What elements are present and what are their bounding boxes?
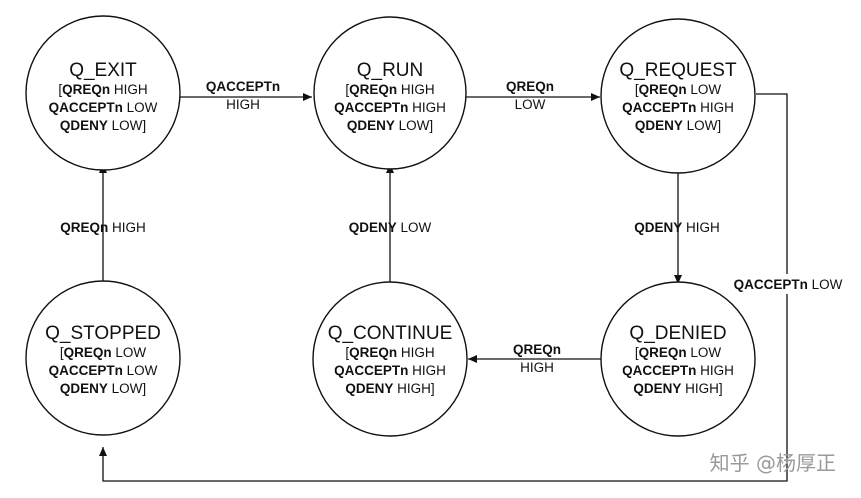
state-request: Q_REQUEST [QREQn LOW QACCEPTn HIGH QDENY… bbox=[619, 60, 737, 133]
state-continue-qdeny: QDENY HIGH] bbox=[345, 381, 434, 396]
edge-label-request-to-stopped-bg bbox=[725, 274, 851, 294]
state-stopped-circle bbox=[25, 280, 181, 436]
state-run-name: Q_RUN bbox=[357, 60, 424, 81]
state-exit-circle bbox=[25, 15, 181, 171]
state-exit: Q_EXIT [QREQn HIGH QACCEPTn LOW QDENY LO… bbox=[49, 60, 158, 133]
edge-label-exit-to-run-signal: QACCEPTn bbox=[206, 79, 280, 94]
edge-label-run-to-request-value: LOW bbox=[515, 97, 546, 112]
edge-label-denied-to-continue-signal: QREQn bbox=[513, 342, 561, 357]
state-denied-circle bbox=[600, 281, 756, 437]
state-request-qreq: [QREQn LOW bbox=[635, 82, 722, 97]
state-denied-qdeny: QDENY HIGH] bbox=[633, 381, 722, 396]
state-denied-qaccept: QACCEPTn HIGH bbox=[622, 363, 734, 378]
state-run-circle bbox=[313, 16, 467, 170]
state-request-circle bbox=[600, 18, 756, 174]
state-denied-qreq: [QREQn LOW bbox=[635, 345, 722, 360]
state-run-qdeny: QDENY LOW] bbox=[347, 118, 433, 133]
state-continue-circle bbox=[312, 281, 468, 437]
edge-label-denied-to-continue-value: HIGH bbox=[520, 360, 554, 375]
edge-label-denied-to-continue: QREQn HIGH bbox=[513, 342, 561, 375]
state-denied: Q_DENIED [QREQn LOW QACCEPTn HIGH QDENY … bbox=[622, 323, 734, 396]
state-stopped: Q_STOPPED [QREQn LOW QACCEPTn LOW QDENY … bbox=[45, 323, 161, 396]
state-stopped-qaccept: QACCEPTn LOW bbox=[49, 363, 158, 378]
edge-label-exit-to-run-value: HIGH bbox=[226, 97, 260, 112]
edge-label-run-to-request-signal: QREQn bbox=[506, 79, 554, 94]
state-continue-qreq: [QREQn HIGH bbox=[345, 345, 434, 360]
edge-label-run-to-request: QREQn LOW bbox=[506, 79, 554, 112]
state-request-name: Q_REQUEST bbox=[619, 60, 737, 81]
state-run-qaccept: QACCEPTn HIGH bbox=[334, 100, 446, 115]
state-continue-name: Q_CONTINUE bbox=[328, 323, 453, 344]
state-run: Q_RUN [QREQn HIGH QACCEPTn HIGH QDENY LO… bbox=[334, 60, 446, 133]
state-exit-qreq: [QREQn HIGH bbox=[58, 82, 147, 97]
edge-label-continue-to-run: QDENY LOW bbox=[349, 220, 432, 235]
edge-label-request-to-stopped: QACCEPTn LOW bbox=[734, 277, 843, 292]
edge-label-stopped-to-exit: QREQn HIGH bbox=[60, 220, 146, 235]
state-stopped-name: Q_STOPPED bbox=[45, 323, 161, 344]
state-exit-name: Q_EXIT bbox=[69, 60, 137, 81]
edge-label-request-to-denied: QDENY HIGH bbox=[634, 220, 720, 235]
state-exit-qaccept: QACCEPTn LOW bbox=[49, 100, 158, 115]
state-request-qdeny: QDENY LOW] bbox=[635, 118, 721, 133]
edge-label-exit-to-run: QACCEPTn HIGH bbox=[206, 79, 280, 112]
state-continue: Q_CONTINUE [QREQn HIGH QACCEPTn HIGH QDE… bbox=[328, 323, 453, 396]
arrow-request-to-stopped bbox=[99, 93, 788, 482]
state-stopped-qreq: [QREQn LOW bbox=[60, 345, 147, 360]
state-run-qreq: [QREQn HIGH bbox=[345, 82, 434, 97]
state-stopped-qdeny: QDENY LOW] bbox=[60, 381, 146, 396]
state-denied-name: Q_DENIED bbox=[629, 323, 726, 344]
state-request-qaccept: QACCEPTn HIGH bbox=[622, 100, 734, 115]
state-continue-qaccept: QACCEPTn HIGH bbox=[334, 363, 446, 378]
state-exit-qdeny: QDENY LOW] bbox=[60, 118, 146, 133]
watermark-text: 知乎 @杨厚正 bbox=[710, 451, 836, 475]
